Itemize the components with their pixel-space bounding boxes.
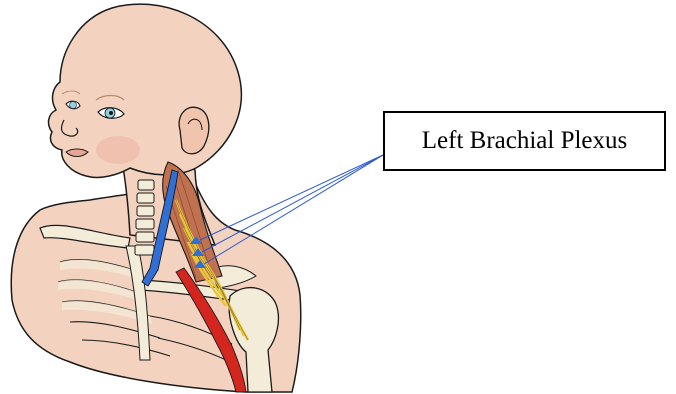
cheek-blush (96, 136, 140, 164)
callout-label: Left Brachial Plexus (422, 127, 628, 155)
callout-box: Left Brachial Plexus (383, 111, 666, 171)
